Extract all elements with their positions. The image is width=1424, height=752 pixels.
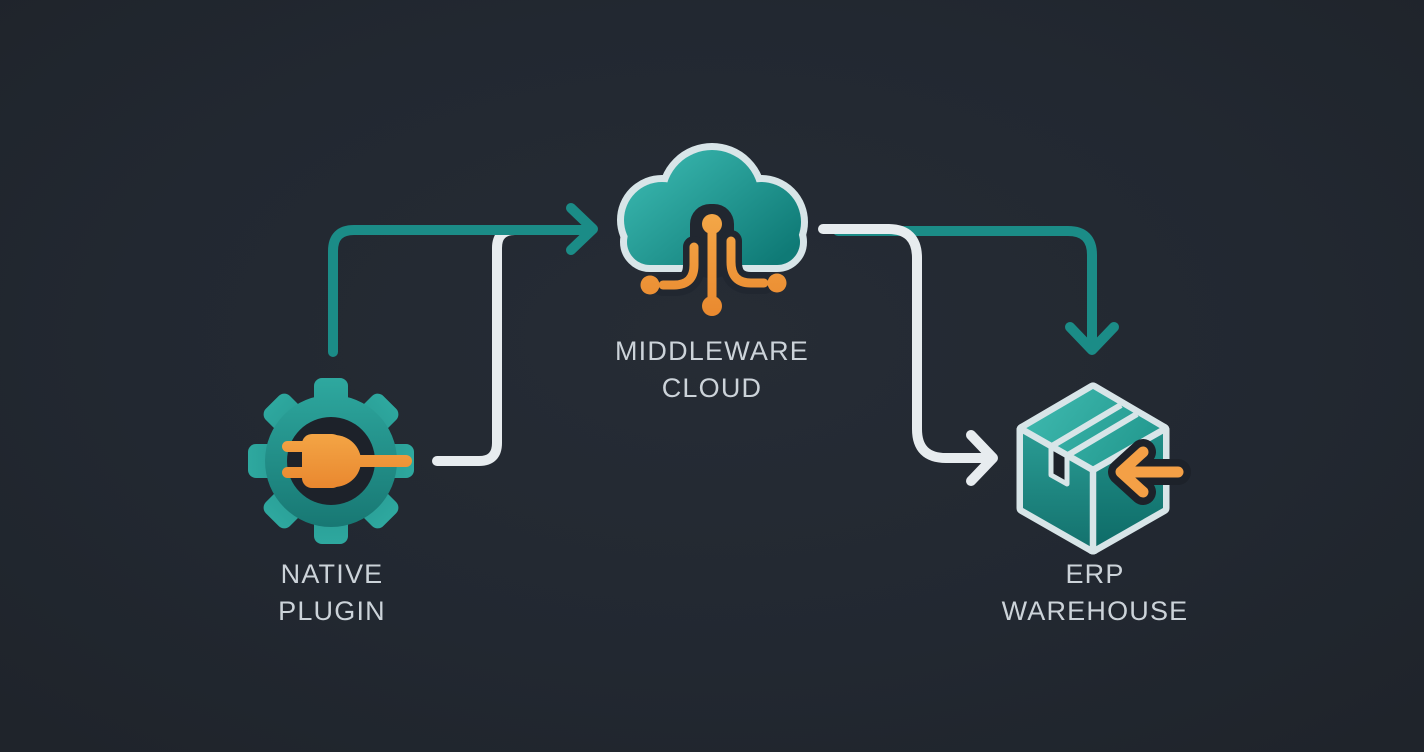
arrowhead-down-icon (1065, 322, 1119, 355)
native-plugin-label-line1: NATIVE (280, 559, 384, 589)
arrowhead-right-icon (966, 430, 998, 486)
connector-cloud-to-warehouse-white (818, 224, 998, 486)
circuit-node (702, 296, 722, 316)
connector-plugin-to-cloud-teal (328, 203, 598, 357)
gear-plug-icon (248, 378, 414, 544)
connector-cloud-to-warehouse-teal (833, 226, 1119, 355)
erp-warehouse-label-line2: WAREHOUSE (1001, 596, 1189, 626)
cloud-circuit-icon (617, 143, 808, 316)
middleware-cloud-label-line2: CLOUD (661, 373, 763, 403)
middleware-cloud-label-line1: MIDDLEWARE (614, 336, 809, 366)
warehouse-box-icon (1016, 382, 1191, 555)
box-tape (1050, 402, 1139, 458)
circuit-lines (640, 214, 787, 316)
arrowhead-right-icon (566, 203, 598, 255)
circuit-node (640, 275, 660, 295)
native-plugin-label: NATIVE PLUGIN (152, 556, 512, 630)
box-tape-flap (1048, 444, 1070, 487)
middleware-cloud-label: MIDDLEWARE CLOUD (532, 333, 892, 407)
connector-plugin-to-cloud-white (432, 225, 533, 466)
erp-warehouse-label: ERP WAREHOUSE (915, 556, 1275, 630)
circuit-node (767, 273, 787, 293)
inbound-arrow-icon (1108, 439, 1191, 505)
circuit-node (702, 214, 722, 234)
erp-warehouse-label-line1: ERP (1065, 559, 1125, 589)
native-plugin-label-line2: PLUGIN (278, 596, 386, 626)
plug-icon (282, 434, 412, 488)
